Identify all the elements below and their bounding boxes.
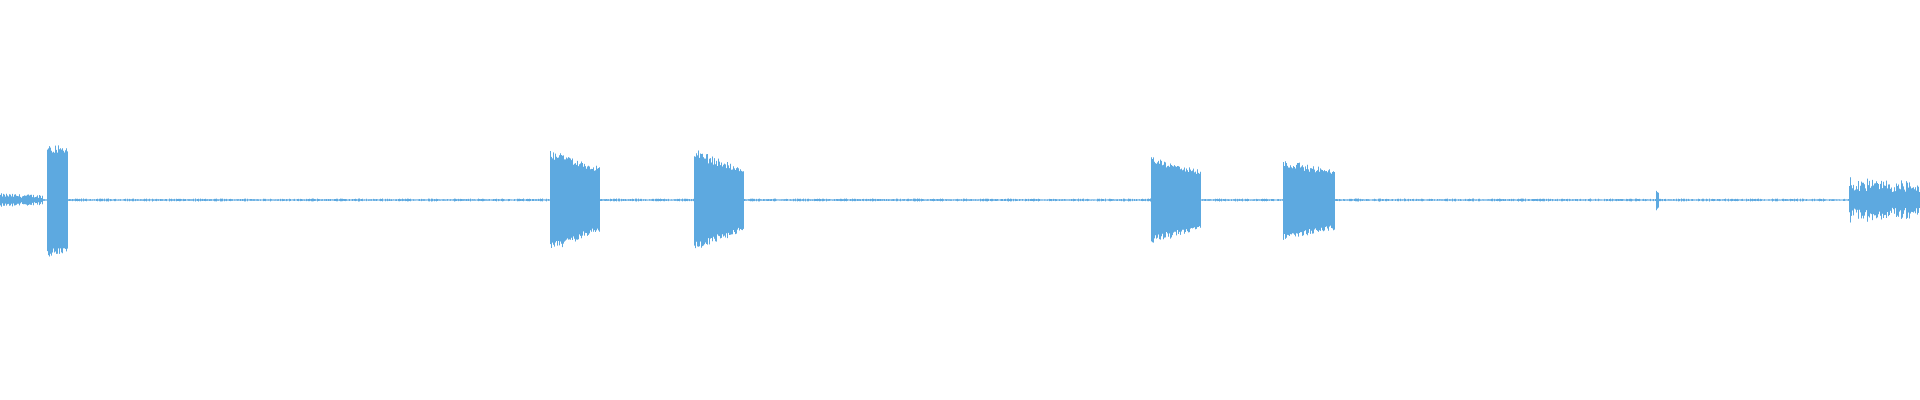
waveform-samples bbox=[0, 145, 1920, 257]
waveform-path bbox=[0, 145, 1920, 257]
